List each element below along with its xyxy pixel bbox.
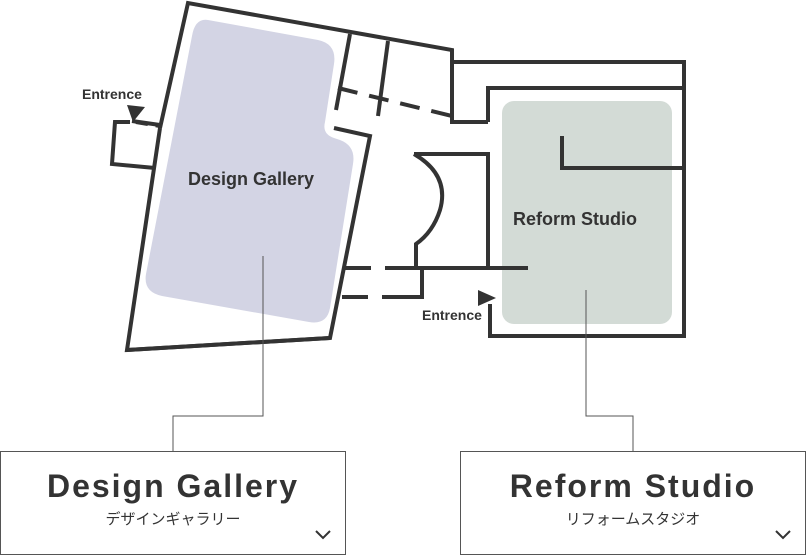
entrance-label-left: Entrence xyxy=(82,86,142,102)
card-title: Design Gallery xyxy=(46,468,300,504)
card-title: Reform Studio xyxy=(509,468,757,504)
card-subtitle: デザインギャラリー xyxy=(105,510,241,528)
reform-studio-card[interactable]: Reform Studio リフォームスタジオ xyxy=(460,451,806,555)
design-gallery-map-label: Design Gallery xyxy=(188,169,314,189)
reform-studio-area[interactable] xyxy=(502,101,672,324)
entrance-label-right: Entrence xyxy=(422,307,482,323)
card-subtitle: リフォームスタジオ xyxy=(565,510,701,528)
design-gallery-card[interactable]: Design Gallery デザインギャラリー xyxy=(0,451,346,555)
design-gallery-area[interactable] xyxy=(145,19,354,323)
entrance-arrow-icon xyxy=(478,290,496,306)
chevron-down-icon[interactable] xyxy=(315,530,331,540)
reform-studio-map-label: Reform Studio xyxy=(513,209,637,229)
chevron-down-icon[interactable] xyxy=(775,530,791,540)
entrance-arrow-icon xyxy=(127,105,145,122)
